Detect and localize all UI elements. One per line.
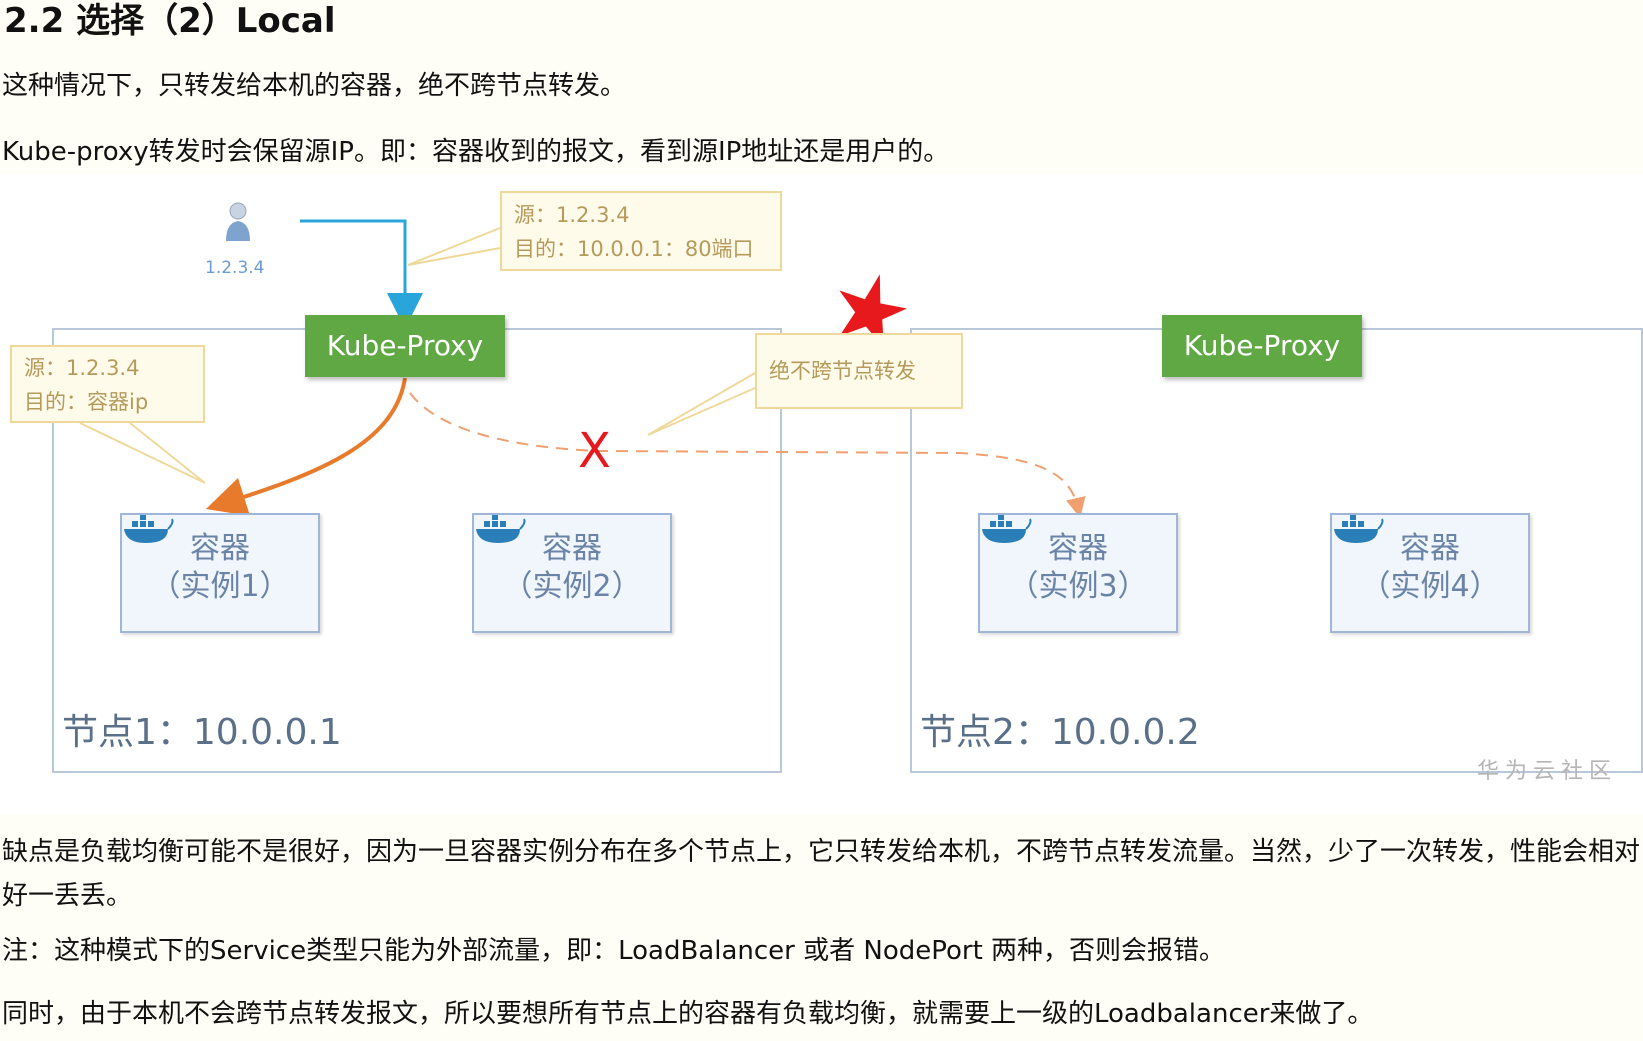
paragraph-loadbalancer: 同时，由于本机不会跨节点转发报文，所以要想所有节点上的容器有负载均衡，就需要上一…: [2, 999, 1374, 1029]
callout-no-cross-node: 绝不跨节点转发: [755, 333, 963, 409]
paragraph-drawback: 缺点是负载均衡可能不是很好，因为一旦容器实例分布在多个节点上，它只转发给本机，不…: [2, 837, 1641, 911]
blocked-x-mark: X: [578, 423, 611, 479]
local-forward-arrow: [205, 377, 407, 517]
paragraph-intro: 这种情况下，只转发给本机的容器，绝不跨节点转发。: [2, 71, 627, 101]
container-1-title: 容器: [190, 531, 250, 566]
paragraph-source-ip: Kube-proxy转发时会保留源IP。即：容器收到的报文，看到源IP地址还是用…: [2, 137, 950, 167]
container-3-instance: （实例3）: [1008, 569, 1148, 604]
docker-whale-icon: [124, 515, 174, 543]
diagram-connectors: [79, 202, 1086, 518]
container-instance-2: 容器 （实例2）: [472, 513, 672, 633]
user-icon: [226, 202, 250, 241]
node-2-label: 节点2：10.0.0.2: [920, 712, 1200, 753]
container-instance-1: 容器 （实例1）: [120, 513, 320, 633]
blocked-forward-arrow: [409, 392, 1086, 518]
callout-source-dest-top: 源：1.2.3.4 目的：10.0.0.1：80端口: [500, 191, 782, 271]
callout-left-line2: 目的：容器ip: [24, 390, 149, 414]
container-4-title: 容器: [1400, 531, 1460, 566]
container-3-title: 容器: [1048, 531, 1108, 566]
callout-top-line2: 目的：10.0.0.1：80端口: [514, 237, 754, 261]
section-heading: 2.2 选择（2）Local: [4, 1, 336, 41]
docker-whale-icon: [1334, 515, 1384, 543]
watermark: 华为云社区: [1477, 759, 1618, 784]
container-4-instance: （实例4）: [1360, 569, 1500, 604]
callout-cross-pointer: [647, 372, 756, 436]
callout-left-pointer: [79, 422, 206, 484]
node-1-kube-proxy: Kube-Proxy: [305, 315, 505, 377]
local-traffic-diagram: X 1.2.3.4 源：1.2.3.4 目的：10.0.0.1：80端口 源：1…: [0, 173, 1643, 815]
node-2-kube-proxy: Kube-Proxy: [1162, 315, 1362, 377]
user-to-proxy-arrow: [300, 219, 423, 329]
callout-left-line1: 源：1.2.3.4: [24, 356, 140, 380]
docker-whale-icon: [982, 515, 1032, 543]
container-instance-3: 容器 （实例3）: [978, 513, 1178, 633]
user-ip-label: 1.2.3.4: [205, 258, 265, 278]
callout-top-pointer: [407, 227, 501, 266]
paragraph-note: 注：这种模式下的Service类型只能为外部流量，即：LoadBalancer …: [2, 936, 1226, 966]
docker-whale-icon: [476, 515, 526, 543]
container-1-instance: （实例1）: [150, 569, 290, 604]
node-1-label: 节点1：10.0.0.1: [62, 712, 342, 753]
container-2-title: 容器: [542, 531, 602, 566]
container-instance-4: 容器 （实例4）: [1330, 513, 1530, 633]
callout-source-dest-left: 源：1.2.3.4 目的：容器ip: [10, 345, 205, 423]
red-star-icon: [839, 274, 907, 348]
container-2-instance: （实例2）: [502, 569, 642, 604]
callout-top-line1: 源：1.2.3.4: [514, 203, 630, 227]
